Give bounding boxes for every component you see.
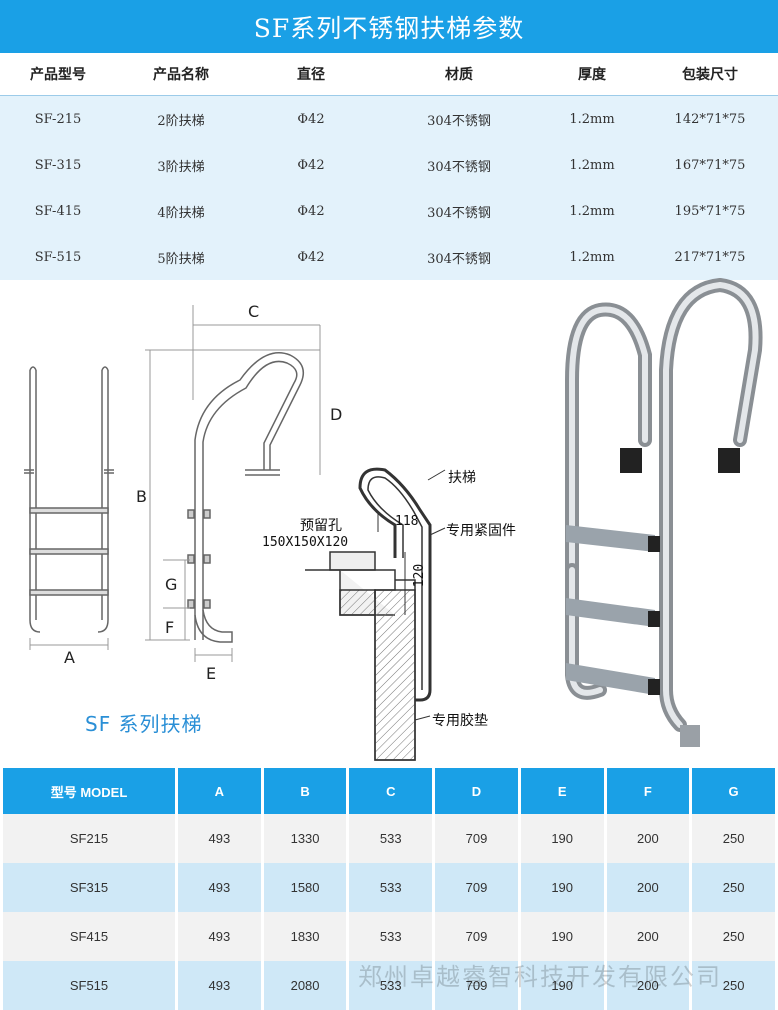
label-reserved-hole: 预留孔 <box>300 518 342 534</box>
model-cell: 2080 <box>263 961 347 1010</box>
label-dim-118: 118 <box>395 514 419 529</box>
table-row: SF-215 2阶扶梯 Φ42 304不锈钢 1.2mm 142*71*75 <box>0 95 778 142</box>
spec-cell: 3阶扶梯 <box>116 142 246 188</box>
model-cell: 533 <box>349 912 433 961</box>
table-row: SF-415 4阶扶梯 Φ42 304不锈钢 1.2mm 195*71*75 <box>0 188 778 234</box>
spec-cell: 142*71*75 <box>642 95 778 142</box>
model-cell: 1330 <box>263 814 347 863</box>
spec-cell: 1.2mm <box>542 142 642 188</box>
model-header-row: 型号 MODEL A B C D E F G <box>3 768 775 814</box>
model-cell: 250 <box>692 814 775 863</box>
model-cell: SF215 <box>3 814 175 863</box>
series-caption: SF 系列扶梯 <box>85 712 203 736</box>
spec-cell: 2阶扶梯 <box>116 95 246 142</box>
ladder-photo <box>565 277 763 747</box>
spec-cell: 5阶扶梯 <box>116 234 246 280</box>
model-header-f: F <box>606 768 690 814</box>
spec-header-thickness: 厚度 <box>542 53 642 96</box>
front-view-drawing <box>24 366 114 650</box>
spec-header-diameter: 直径 <box>246 53 376 96</box>
table-row: SF315 493 1580 533 709 190 200 250 <box>3 863 775 912</box>
table-row: SF-315 3阶扶梯 Φ42 304不锈钢 1.2mm 167*71*75 <box>0 142 778 188</box>
spec-header-material: 材质 <box>376 53 542 96</box>
spec-header-model: 产品型号 <box>0 53 116 96</box>
spec-header-package: 包装尺寸 <box>642 53 778 96</box>
spec-cell: 217*71*75 <box>642 234 778 280</box>
side-view-drawing <box>145 305 321 662</box>
model-cell: 533 <box>349 814 433 863</box>
spec-cell: SF-515 <box>0 234 116 280</box>
dim-label-b: B <box>136 487 147 506</box>
label-hole-size: 150X150X120 <box>262 535 349 550</box>
spec-cell: 304不锈钢 <box>376 95 542 142</box>
model-cell: 200 <box>606 912 690 961</box>
page-title: SF系列不锈钢扶梯参数 <box>0 0 778 53</box>
spec-cell: SF-315 <box>0 142 116 188</box>
model-table: 型号 MODEL A B C D E F G SF215 493 1330 53… <box>0 768 778 1010</box>
spec-cell: 4阶扶梯 <box>116 188 246 234</box>
model-cell: SF515 <box>3 961 175 1010</box>
model-cell: 493 <box>178 961 261 1010</box>
spec-header-row: 产品型号 产品名称 直径 材质 厚度 包装尺寸 <box>0 53 778 96</box>
spec-cell: 304不锈钢 <box>376 142 542 188</box>
ladder-drawings <box>24 277 763 761</box>
spec-cell: 304不锈钢 <box>376 188 542 234</box>
model-cell: 1580 <box>263 863 347 912</box>
model-header-model: 型号 MODEL <box>3 768 175 814</box>
model-cell: 493 <box>178 814 261 863</box>
model-cell: 190 <box>520 814 604 863</box>
model-cell: 250 <box>692 863 775 912</box>
company-watermark: 郑州卓越睿智科技开发有限公司 <box>358 963 722 991</box>
model-header-e: E <box>520 768 604 814</box>
model-header-b: B <box>263 768 347 814</box>
label-dim-120: 120 <box>412 563 428 588</box>
spec-cell: Φ42 <box>246 188 376 234</box>
model-cell: 493 <box>178 912 261 961</box>
model-cell: 709 <box>435 814 518 863</box>
model-cell: SF315 <box>3 863 175 912</box>
dim-label-a: A <box>64 648 75 667</box>
spec-cell: 1.2mm <box>542 188 642 234</box>
spec-cell: 167*71*75 <box>642 142 778 188</box>
model-cell: 493 <box>178 863 261 912</box>
spec-cell: Φ42 <box>246 95 376 142</box>
model-cell: 190 <box>520 863 604 912</box>
label-fastener: 专用紧固件 <box>446 523 516 539</box>
label-ladder: 扶梯 <box>448 470 476 486</box>
model-cell: 709 <box>435 912 518 961</box>
model-cell: 250 <box>692 912 775 961</box>
spec-cell: 195*71*75 <box>642 188 778 234</box>
spec-table: 产品型号 产品名称 直径 材质 厚度 包装尺寸 SF-215 2阶扶梯 Φ42 … <box>0 53 778 280</box>
dim-label-c: C <box>248 302 260 321</box>
table-row: SF415 493 1830 533 709 190 200 250 <box>3 912 775 961</box>
spec-cell: SF-415 <box>0 188 116 234</box>
spec-cell: SF-215 <box>0 95 116 142</box>
model-header-d: D <box>435 768 518 814</box>
diagram-area: A B C D E F G SF 系列扶梯 扶梯 预留孔 150X150X120… <box>0 270 778 766</box>
model-header-g: G <box>692 768 775 814</box>
spec-cell: Φ42 <box>246 142 376 188</box>
model-cell: 200 <box>606 814 690 863</box>
dim-label-f: F <box>165 618 175 637</box>
table-row: SF215 493 1330 533 709 190 200 250 <box>3 814 775 863</box>
spec-cell: 304不锈钢 <box>376 234 542 280</box>
table-row: SF-515 5阶扶梯 Φ42 304不锈钢 1.2mm 217*71*75 <box>0 234 778 280</box>
dim-label-d: D <box>330 405 343 424</box>
spec-cell: Φ42 <box>246 234 376 280</box>
model-cell: 190 <box>520 912 604 961</box>
model-cell: 533 <box>349 863 433 912</box>
model-cell: 200 <box>606 863 690 912</box>
spec-cell: 1.2mm <box>542 234 642 280</box>
dim-label-g: G <box>165 575 178 594</box>
spec-cell: 1.2mm <box>542 95 642 142</box>
model-cell: 1830 <box>263 912 347 961</box>
spec-header-name: 产品名称 <box>116 53 246 96</box>
model-header-a: A <box>178 768 261 814</box>
installation-section-drawing <box>305 467 446 761</box>
dim-label-e: E <box>206 664 217 683</box>
label-gasket: 专用胶垫 <box>432 713 488 729</box>
model-cell: 709 <box>435 863 518 912</box>
model-cell: SF415 <box>3 912 175 961</box>
model-header-c: C <box>349 768 433 814</box>
